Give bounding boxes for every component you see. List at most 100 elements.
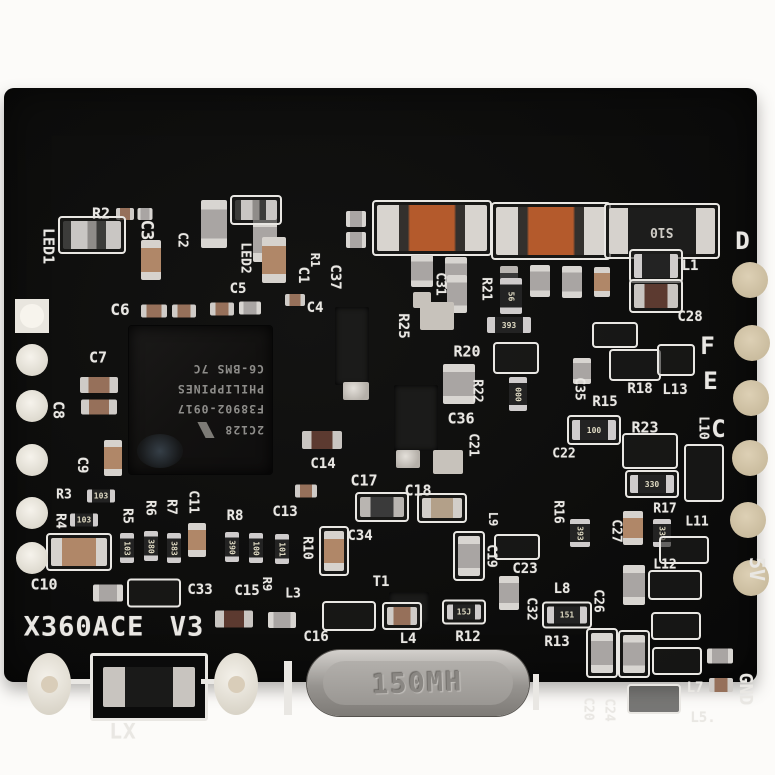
smd-component-ledbox: [58, 216, 126, 254]
silkscreen-label: R9: [260, 576, 274, 592]
smd-component-brcap: [382, 602, 422, 630]
xilinx-cpld-chip: 2C128 F38902-0917 PHILIPPINES C6-BMS 7C: [129, 326, 272, 474]
smd-component-graycap2: [322, 601, 376, 631]
silkscreen-label: L7: [686, 680, 704, 696]
silkscreen-label: X360ACE: [23, 611, 145, 643]
silkscreen-label: C2: [174, 232, 190, 248]
silkscreen-label: C35: [571, 377, 587, 401]
silkscreen-label: C20: [580, 697, 596, 721]
silkscreen-label: L5.: [690, 710, 716, 726]
lx-inductor-body: [103, 667, 195, 707]
silkscreen-label: L9: [486, 511, 500, 527]
silkscreen-mark: [284, 661, 292, 715]
smd-component-dkres: 103: [87, 489, 115, 503]
smd-component-graycap: [201, 200, 227, 248]
smd-component-brcap: [210, 302, 234, 316]
solder-pad-left: [16, 344, 48, 376]
silkscreen-label: C10: [30, 575, 58, 594]
chip-line-3: PHILIPPINES: [176, 382, 264, 396]
silkscreen-label: R10: [299, 536, 315, 560]
silkscreen-label: C36: [447, 409, 475, 428]
smd-component-graycap: [586, 628, 618, 678]
smd-component-graycap2: [609, 349, 661, 381]
smd-component-graycap: [346, 232, 366, 248]
smd-component-tancap: [188, 523, 206, 557]
smd-component-brcap: [141, 304, 167, 318]
solder-pad-right: [732, 440, 768, 476]
smd-component-dkres: 56: [500, 278, 522, 314]
silkscreen-label: L10: [695, 416, 711, 440]
smd-component-dkres: 393: [570, 519, 590, 547]
silkscreen-label: C37: [327, 264, 343, 290]
solder-pad-oval: [27, 653, 71, 715]
smd-component-diodebox: [372, 200, 492, 256]
silkscreen-label: C23: [512, 561, 538, 577]
smd-component-graycap: [239, 301, 261, 315]
silkscreen-label: L8: [553, 581, 571, 597]
silkscreen-label: C3: [136, 219, 157, 241]
smd-component-brres: [215, 610, 253, 628]
smd-component-sot: [335, 307, 369, 385]
smd-component-graycap: [562, 266, 582, 298]
smd-component-brcap: [172, 304, 196, 318]
chip-line-4: C6-BMS 7C: [192, 362, 264, 376]
smd-component-dkres: 000: [509, 377, 527, 411]
silkscreen-label: R5: [119, 508, 135, 524]
smd-component-graycap: [411, 255, 433, 287]
smd-component-graycap2: [657, 344, 695, 376]
silkscreen-label: C9: [74, 456, 90, 474]
smd-component-graycap2: [652, 647, 702, 675]
silkscreen-label: V3: [169, 611, 205, 643]
chip-smudge: [137, 434, 183, 468]
silkscreen-label: C1: [295, 266, 311, 284]
crystal-oscillator: 150MH: [307, 650, 529, 716]
silkscreen-label: C17: [350, 471, 378, 490]
silkscreen-label: C34: [347, 528, 373, 544]
silkscreen-label: C13: [272, 504, 298, 520]
solder-pad-right: [733, 560, 769, 596]
smd-component-solder: [343, 382, 369, 400]
smd-component-dkres: 380: [144, 531, 158, 561]
silkscreen-label: LED2: [237, 242, 253, 274]
silkscreen-label: E: [703, 367, 719, 395]
silkscreen-label: R16: [550, 500, 566, 524]
smd-component-graycap2: [494, 534, 540, 560]
silkscreen-label: D: [735, 227, 751, 255]
smd-component-brcap: [709, 678, 733, 692]
smd-component-whitepad: [433, 450, 463, 474]
solder-pad-right: [734, 325, 770, 361]
smd-component-brcap: [81, 399, 117, 415]
silkscreen-label: L11: [685, 514, 709, 530]
smd-component-dkres: [629, 249, 683, 283]
silkscreen-label: C32: [523, 597, 539, 621]
smd-component-dkres: 393: [487, 317, 531, 333]
smd-component-dkcap2: [355, 492, 409, 522]
silkscreen-label: C15: [234, 583, 260, 599]
pcb-board: 2C128 F38902-0917 PHILIPPINES C6-BMS 7C …: [4, 88, 770, 742]
silkscreen-label: C22: [552, 446, 576, 462]
smd-component-ledbox: [230, 195, 282, 225]
smd-component-whitepad: [413, 292, 431, 308]
smd-component-graycap: [530, 265, 550, 297]
smd-component-tancap: [594, 267, 610, 297]
smd-component-tancap: [104, 440, 122, 476]
silkscreen-label: R6: [142, 500, 158, 516]
smd-component-brcap: [295, 484, 317, 498]
silkscreen-label: R1: [308, 252, 322, 268]
silkscreen-label: C7: [88, 348, 108, 367]
silkscreen-label: C19: [483, 544, 499, 568]
crystal-face: 150MH: [322, 660, 514, 706]
silkscreen-label: R25: [395, 313, 411, 339]
silkscreen-label: C18: [404, 481, 432, 500]
xilinx-x-logo-icon: [195, 422, 218, 438]
smd-component-graycap: [93, 584, 123, 602]
smd-component-brcap: [80, 377, 118, 393]
chip-line-1: 2C128: [224, 423, 264, 437]
silkscreen-label: F: [700, 332, 716, 360]
silkscreen-label: R4: [52, 513, 68, 529]
smd-component-graycap2: [627, 684, 681, 714]
smd-component-dkres: 100: [567, 415, 621, 445]
smd-component-dkres: 103: [70, 513, 98, 527]
smd-component-sot: [394, 385, 438, 451]
